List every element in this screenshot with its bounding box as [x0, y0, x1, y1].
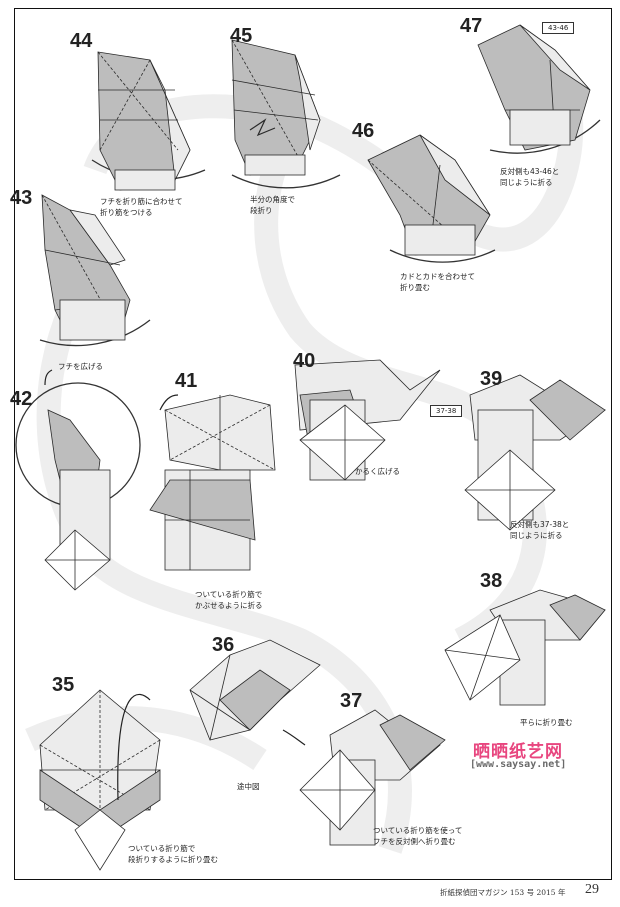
caption-46-line2: 折り畳む: [400, 283, 430, 292]
caption-37-line1: ついている折り筋を使って: [373, 826, 463, 835]
arc-43: [39, 319, 151, 347]
step-number-47: 47: [460, 15, 483, 37]
caption-35-line2: 段折りするように折り畳む: [128, 855, 218, 864]
model-40: [294, 359, 441, 481]
step-number-37: 37: [340, 690, 363, 712]
caption-38: 平らに折り畳む: [520, 718, 573, 727]
process-arrows: [44, 369, 306, 801]
model-39: [464, 374, 607, 531]
caption-41-line1: ついている折り筋で: [195, 590, 263, 599]
arc-45: [231, 174, 341, 189]
caption-41-line2: かぶせるように折る: [195, 601, 263, 610]
page-border: [14, 8, 612, 880]
step-number-44: 44: [70, 30, 93, 52]
caption-45-line1: 半分の角度で: [250, 195, 295, 204]
step-number-38: 38: [480, 570, 503, 592]
watermark-url: [www.saysay.net]: [470, 759, 567, 770]
model-47: [477, 24, 591, 151]
caption-35-line1: ついている折り筋で: [128, 844, 196, 853]
model-38: [444, 589, 606, 706]
caption-46-line1: カドとカドを合わせて: [400, 272, 475, 281]
step-number-40: 40: [293, 350, 316, 372]
caption-37-line2: フチを反対側へ折り畳む: [373, 837, 456, 846]
model-35: [39, 689, 161, 871]
step-number-41: 41: [175, 370, 198, 392]
step-number-43: 43: [10, 187, 33, 209]
footer-publication: 折紙探偵団マガジン 153 号 2015 年: [440, 888, 566, 897]
model-37: [299, 709, 446, 846]
watermark-title: 晒晒纸艺网: [473, 742, 563, 762]
step-number-46: 46: [352, 120, 375, 142]
model-43: [41, 194, 131, 341]
model-46: [367, 134, 491, 256]
caption-45-line2: 段折り: [250, 206, 273, 215]
caption-36: 途中図: [237, 782, 260, 791]
step-number-45: 45: [230, 25, 253, 47]
step-number-39: 39: [480, 368, 503, 390]
caption-47-line1: 反対側も43-46と: [500, 167, 560, 176]
model-36: [189, 639, 321, 741]
caption-40: かるく広げる: [355, 467, 400, 476]
step-number-42: 42: [10, 388, 33, 410]
model-42: [44, 409, 111, 591]
page-number: 29: [585, 882, 599, 897]
caption-47-line2: 同じように折る: [500, 178, 553, 187]
step-number-36: 36: [212, 634, 235, 656]
model-45: [231, 39, 321, 176]
model-44: [97, 51, 191, 191]
arc-47: [489, 119, 601, 154]
caption-43: フチを広げる: [58, 362, 103, 371]
caption-39-line1: 反対側も37-38と: [510, 520, 570, 529]
caption-39-line2: 同じように折る: [510, 531, 563, 540]
caption-44-line1: フチを折り筋に合わせて: [100, 197, 183, 206]
arc-46: [389, 249, 496, 263]
caption-44-line2: 折り筋をつける: [100, 208, 153, 217]
model-41: [149, 394, 276, 571]
reference-box-39: 37-38: [430, 405, 463, 417]
reference-box-47: 43-46: [542, 22, 575, 34]
step-number-35: 35: [52, 674, 75, 696]
